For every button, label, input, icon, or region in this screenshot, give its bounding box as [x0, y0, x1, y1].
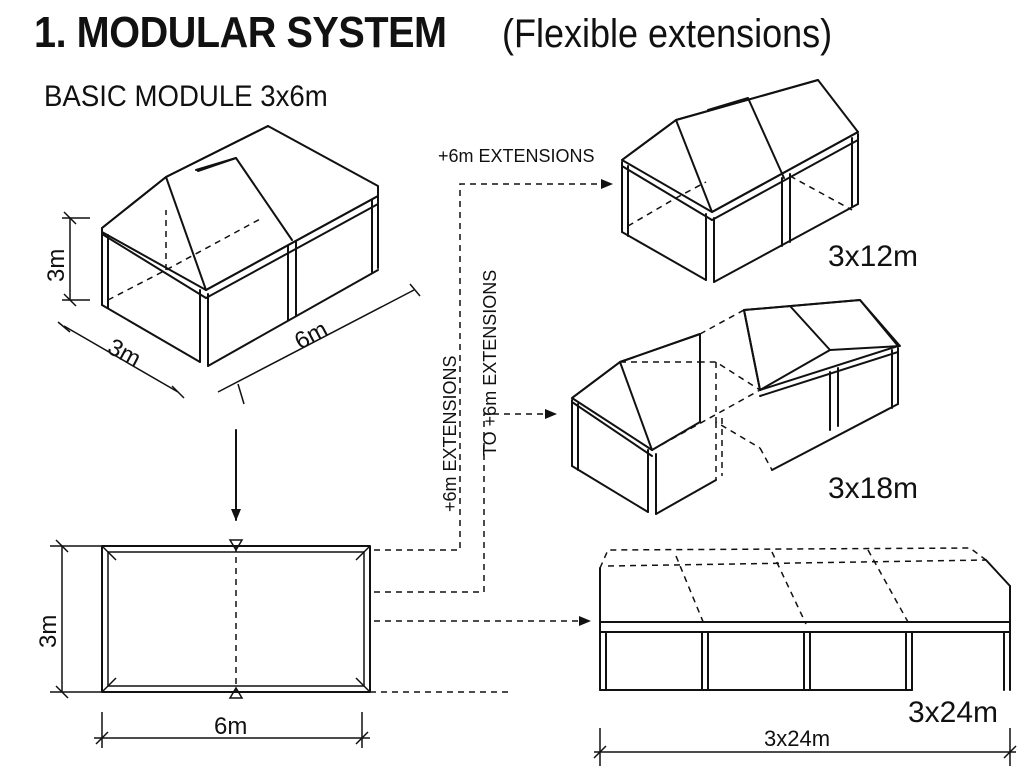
top-extension-label: +6m EXTENSIONS — [438, 146, 595, 166]
page-subtitle: (Flexible extensions) — [502, 12, 833, 56]
variant-label-3x24m: 3x24m — [908, 696, 998, 729]
tent-3x12m: 3x12m — [621, 79, 918, 283]
variant-length-dim-3x24m: 3x24m — [764, 726, 830, 751]
extension-arrows: +6m EXTENSIONS +6m EXTENSIONS TO +6m EXT… — [374, 146, 613, 626]
tent-3x18m: 3x18m — [571, 299, 918, 515]
basic-length-dim: 6m — [290, 316, 332, 355]
page-title: 1. MODULAR SYSTEM — [34, 8, 447, 57]
basic-module-label: BASIC MODULE 3x6m — [44, 80, 328, 113]
vertical-extension-label-1: +6m EXTENSIONS — [440, 355, 460, 512]
plan-length-dim: 6m — [214, 713, 247, 740]
plan-width-dim: 3m — [35, 615, 62, 648]
variant-label-3x18m: 3x18m — [828, 472, 918, 505]
plan-view: 3m 6m — [35, 539, 512, 748]
vertical-extension-label-2: TO +6m EXTENSIONS — [480, 270, 500, 456]
basic-height-dim: 3m — [43, 249, 70, 282]
variant-label-3x12m: 3x12m — [828, 240, 918, 273]
basic-width-dim: 3m — [103, 333, 145, 372]
tent-3x24m: 3x24m 3x24m — [593, 547, 1017, 766]
basic-module-tent — [101, 125, 379, 367]
